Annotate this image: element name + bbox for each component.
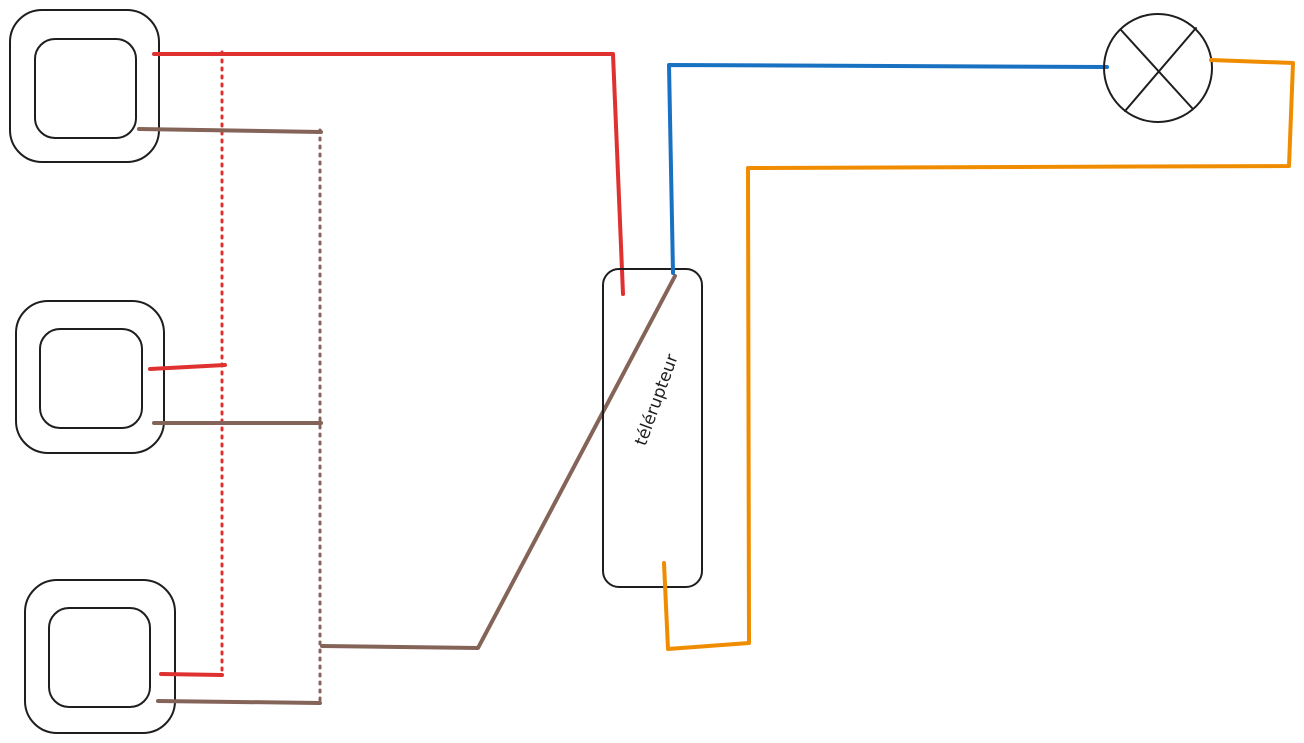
push-button-1	[9, 9, 160, 163]
neutral-stub-button-3	[156, 699, 322, 705]
relay-label: télérupteur	[631, 352, 683, 449]
push-button-3	[24, 579, 176, 734]
lamp	[1103, 13, 1213, 123]
relay-box-icon	[602, 268, 703, 588]
push-button-2	[15, 300, 165, 454]
neutral-wires	[137, 127, 677, 705]
neutral-stub-button-1	[137, 127, 323, 134]
neutral-to-relay-wire	[320, 274, 677, 650]
phase-stub-button-2	[148, 363, 227, 371]
lamp-return-wire	[662, 58, 1295, 651]
phase-wires	[148, 50, 625, 677]
phase-stub-button-3	[159, 672, 224, 677]
lamp-cross-icon	[1103, 13, 1213, 123]
phase-main-wire	[152, 52, 625, 296]
return-wire	[667, 63, 1109, 275]
